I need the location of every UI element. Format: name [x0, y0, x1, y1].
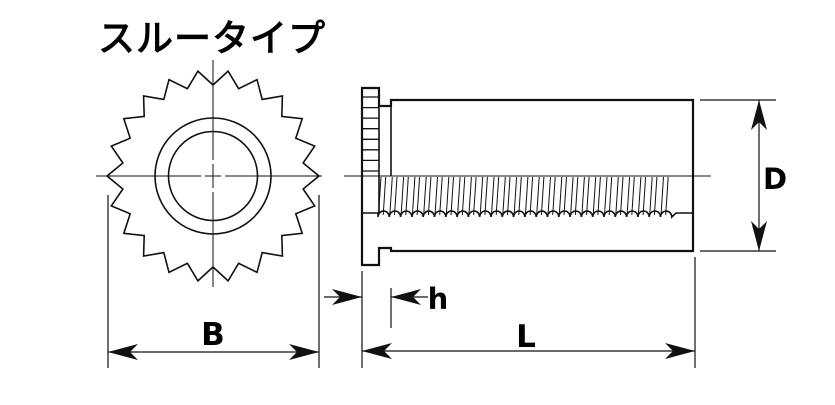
arrowhead-icon	[332, 289, 362, 305]
dimension-l: L	[361, 257, 696, 368]
arrowhead-icon	[665, 343, 695, 359]
section-hatch-region	[361, 210, 694, 266]
front-view-centerlines	[96, 60, 322, 287]
side-view	[344, 86, 711, 267]
page-title: スルータイプ	[98, 17, 326, 60]
arrowhead-icon	[751, 221, 767, 251]
dimension-label-l: L	[516, 319, 536, 355]
dimension-label-d: D	[763, 162, 787, 196]
flange-serration-lines	[362, 96, 379, 172]
dimension-label-b: B	[201, 317, 225, 353]
dimension-b: B	[107, 195, 320, 368]
internal-thread-lines	[378, 176, 669, 216]
arrowhead-icon	[289, 344, 319, 360]
arrowhead-icon	[751, 100, 767, 130]
dimension-arrowheads	[108, 100, 767, 360]
dimension-d: D	[700, 99, 787, 252]
arrowhead-icon	[391, 289, 421, 305]
arrowhead-icon	[108, 344, 138, 360]
dimension-h: h	[324, 282, 448, 328]
front-view	[96, 60, 322, 287]
dimension-label-h: h	[428, 282, 449, 316]
arrowhead-icon	[362, 343, 392, 359]
